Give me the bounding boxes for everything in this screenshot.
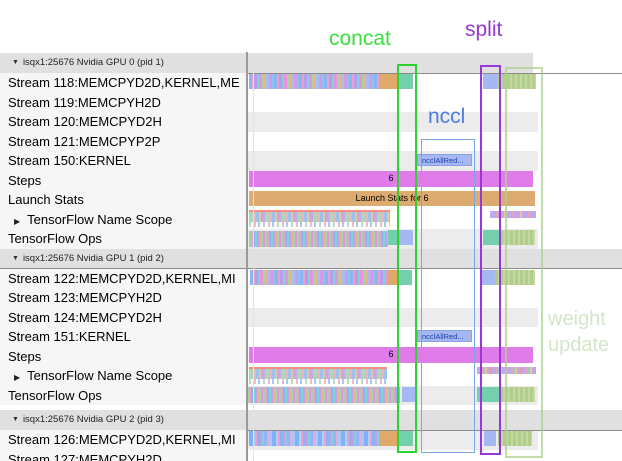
track-label-text: Stream 123:MEMCPYH2D bbox=[8, 290, 162, 305]
track-label-text: Stream 127:MEMCPYH2D bbox=[8, 451, 162, 461]
track-label-text: Launch Stats bbox=[8, 192, 84, 207]
track-label-text: Stream 124:MEMCPYD2H bbox=[8, 309, 162, 325]
olive-segment[interactable] bbox=[497, 74, 536, 89]
steps-segment[interactable]: 6 bbox=[249, 171, 533, 187]
teal-segment[interactable] bbox=[397, 431, 413, 446]
track-label: Stream 121:MEMCPYP2P bbox=[0, 131, 246, 151]
teal-segment[interactable] bbox=[477, 386, 500, 402]
track-label-text: Stream 119:MEMCPYH2D bbox=[8, 94, 161, 110]
mix-segment[interactable] bbox=[249, 74, 380, 89]
track-label: Stream 151:KERNEL bbox=[0, 327, 246, 347]
orange-segment[interactable] bbox=[387, 269, 399, 285]
track-label[interactable]: ▶ TensorFlow Name Scope bbox=[0, 366, 246, 386]
track-label-text: Stream 121:MEMCPYP2P bbox=[8, 133, 161, 149]
track-label-text: Stream 151:KERNEL bbox=[8, 329, 131, 344]
gpu-header[interactable]: ▼isqx1:25676 Nvidia GPU 0 (pid 1) bbox=[0, 53, 533, 73]
nsstrip2-segment[interactable] bbox=[477, 367, 536, 374]
track-label: Stream 150:KERNEL bbox=[0, 151, 246, 171]
track-label-text: Stream 120:MEMCPYD2H bbox=[8, 114, 162, 129]
gpu-header-label: isqx1:25676 Nvidia GPU 2 (pid 3) bbox=[22, 414, 164, 425]
blue-segment[interactable] bbox=[483, 74, 497, 89]
group-border-line bbox=[0, 268, 622, 269]
mix2-segment[interactable] bbox=[249, 230, 388, 247]
group-border-line bbox=[0, 72, 622, 74]
timeline-gridline bbox=[253, 53, 254, 461]
track-label-text: Steps bbox=[8, 348, 42, 364]
track-label: TensorFlow Ops bbox=[0, 229, 246, 249]
track-label: Steps bbox=[0, 170, 246, 190]
mix2-segment[interactable] bbox=[247, 387, 400, 403]
track-label-text: TensorFlow Ops bbox=[8, 231, 102, 246]
track-label: Stream 123:MEMCPYH2D bbox=[0, 288, 246, 308]
olive-segment[interactable] bbox=[495, 269, 535, 285]
collapse-arrow-icon[interactable]: ▼ bbox=[12, 254, 19, 262]
teal-segment[interactable] bbox=[399, 269, 412, 285]
flame-segment[interactable] bbox=[249, 210, 390, 227]
steps-segment[interactable]: 6 bbox=[249, 347, 533, 363]
nsstrip-segment[interactable] bbox=[490, 211, 536, 218]
bar-label: Launch Stats for 6 bbox=[355, 192, 429, 203]
track-label-divider bbox=[246, 52, 248, 461]
track-label: Stream 120:MEMCPYD2H bbox=[0, 112, 246, 132]
track-label: Launch Stats bbox=[0, 190, 246, 210]
nccl-allreduce-bar[interactable]: ncclAllRed... bbox=[417, 329, 472, 342]
track-label-text: Stream 122:MEMCPYD2D,KERNEL,MI bbox=[8, 270, 236, 286]
teal-segment[interactable] bbox=[397, 74, 413, 89]
flame-segment[interactable] bbox=[249, 366, 387, 384]
orange-segment[interactable] bbox=[380, 431, 397, 446]
gpu-header-label: isqx1:25676 Nvidia GPU 1 (pid 2) bbox=[22, 252, 164, 264]
row-stripe bbox=[246, 307, 538, 327]
track-label-text: TensorFlow Name Scope bbox=[27, 211, 173, 227]
track-label: Stream 124:MEMCPYD2H bbox=[0, 307, 246, 327]
row-stripe bbox=[246, 151, 538, 171]
track-label: Stream 127:MEMCPYH2D bbox=[0, 449, 246, 461]
olive-segment[interactable] bbox=[500, 386, 535, 402]
track-label[interactable]: ▶ TensorFlow Name Scope bbox=[0, 209, 246, 229]
gpu-header[interactable]: ▼isqx1:25676 Nvidia GPU 2 (pid 3) bbox=[0, 410, 622, 430]
nccl-allreduce-bar[interactable]: ncclAllRed... bbox=[417, 153, 472, 166]
track-label-text: Steps bbox=[8, 172, 42, 188]
collapse-arrow-icon[interactable]: ▼ bbox=[12, 59, 19, 66]
track-label-text: Stream 150:KERNEL bbox=[8, 153, 131, 168]
collapse-arrow-icon[interactable]: ▼ bbox=[12, 416, 19, 423]
gpu-header-label: isqx1:25676 Nvidia GPU 0 (pid 1) bbox=[22, 57, 164, 68]
track-label-text: Stream 118:MEMCPYD2D,KERNEL,ME bbox=[8, 75, 240, 90]
olive-segment[interactable] bbox=[498, 431, 532, 446]
blue-segment[interactable] bbox=[484, 431, 496, 446]
track-label-text: TensorFlow Ops bbox=[8, 387, 102, 403]
group-border-line bbox=[0, 429, 622, 431]
teal-segment[interactable] bbox=[483, 230, 500, 245]
blue-segment[interactable] bbox=[400, 230, 413, 245]
track-label: Stream 126:MEMCPYD2D,KERNEL,MI bbox=[0, 430, 246, 450]
blue-segment[interactable] bbox=[402, 386, 417, 402]
track-label: TensorFlow Ops bbox=[0, 385, 246, 405]
track-label-text: Stream 126:MEMCPYD2D,KERNEL,MI bbox=[8, 432, 236, 447]
mix-segment[interactable] bbox=[250, 269, 387, 285]
expander-icon[interactable]: ▶ bbox=[14, 373, 21, 382]
track-label: Stream 119:MEMCPYH2D bbox=[0, 92, 246, 112]
mixblue-segment[interactable] bbox=[249, 431, 380, 446]
track-label: Stream 122:MEMCPYD2D,KERNEL,MI bbox=[0, 268, 246, 288]
track-label: Steps bbox=[0, 346, 246, 366]
bar-label: 6 bbox=[388, 173, 394, 183]
bar-label: 6 bbox=[388, 349, 394, 359]
orange-segment[interactable] bbox=[380, 74, 397, 89]
blue-segment[interactable] bbox=[481, 269, 495, 285]
track-label: Stream 118:MEMCPYD2D,KERNEL,ME bbox=[0, 73, 246, 93]
teal-segment[interactable] bbox=[388, 230, 400, 245]
row-stripe bbox=[246, 112, 538, 132]
track-label-text: TensorFlow Name Scope bbox=[27, 368, 173, 383]
gpu-header[interactable]: ▼isqx1:25676 Nvidia GPU 1 (pid 2) bbox=[0, 248, 622, 269]
expander-icon[interactable]: ▶ bbox=[14, 216, 21, 226]
olive-segment[interactable] bbox=[500, 230, 535, 245]
launch-segment[interactable]: Launch Stats for 6 bbox=[249, 190, 535, 206]
